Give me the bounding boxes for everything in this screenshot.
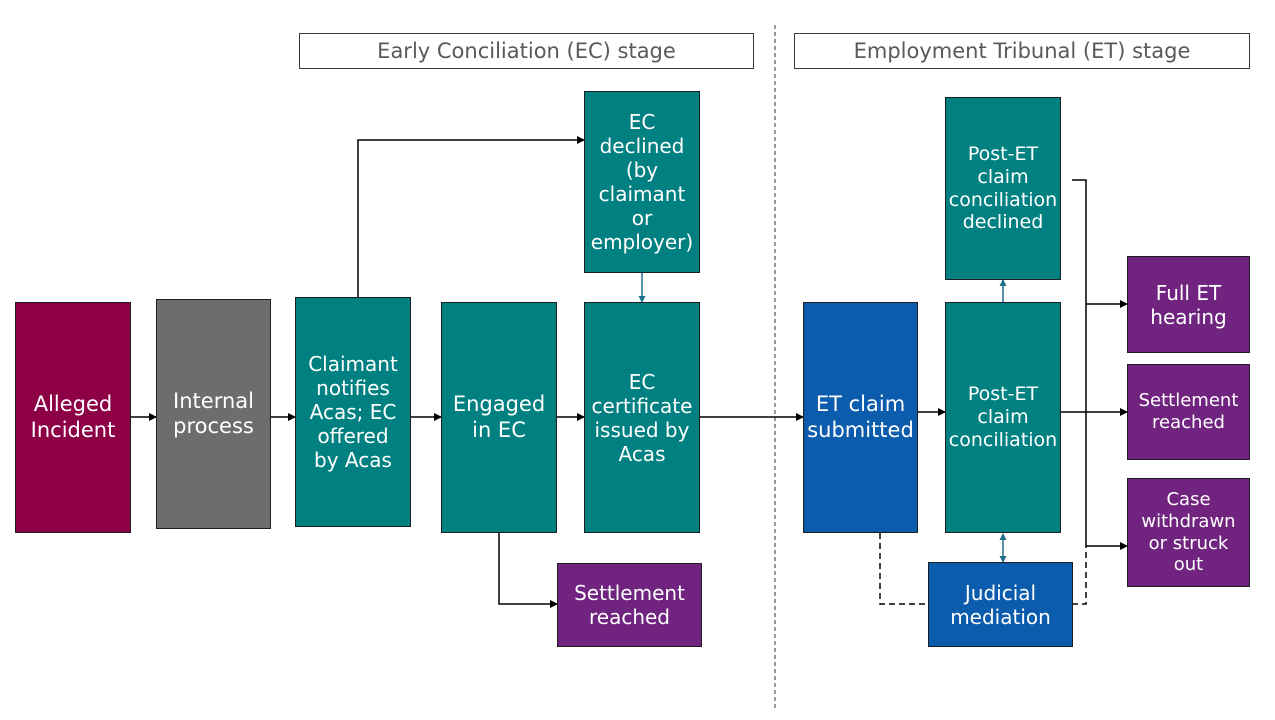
engaged-in-ec-box: Engaged in EC — [441, 302, 557, 533]
et-claim-submitted-box: ET claim submitted — [803, 302, 918, 533]
arrow-claimant-to-ec-declined — [357, 136, 585, 298]
alleged-incident-box: Alleged Incident — [15, 302, 131, 533]
ec-declined-box: EC declined (by claimant or employer) — [584, 91, 700, 273]
full-et-hearing-box: Full ET hearing — [1127, 256, 1250, 353]
line-declined-to-bus — [1072, 179, 1087, 546]
ec-certificate-box: EC certificate issued by Acas — [584, 302, 700, 533]
case-withdrawn-box: Case withdrawn or struck out — [1127, 478, 1250, 587]
judicial-mediation-box: Judicial mediation — [928, 562, 1073, 647]
post-et-conciliation-box: Post-ET claim conciliation — [945, 302, 1061, 533]
settlement-et-box: Settlement reached — [1127, 364, 1250, 460]
settlement-ec-box: Settlement reached — [557, 563, 702, 647]
post-et-declined-box: Post-ET claim conciliation declined — [945, 97, 1061, 280]
et-stage-header: Employment Tribunal (ET) stage — [794, 33, 1250, 69]
claimant-notifies-box: Claimant notifies Acas; EC offered by Ac… — [295, 297, 411, 527]
internal-process-box: Internal process — [156, 299, 271, 529]
dashed-et-claim-to-mediation — [879, 533, 928, 605]
ec-stage-header: Early Conciliation (EC) stage — [299, 33, 754, 69]
dashed-mediation-to-outcomes — [1072, 546, 1087, 605]
arrow-engaged-to-settlement — [498, 533, 558, 608]
